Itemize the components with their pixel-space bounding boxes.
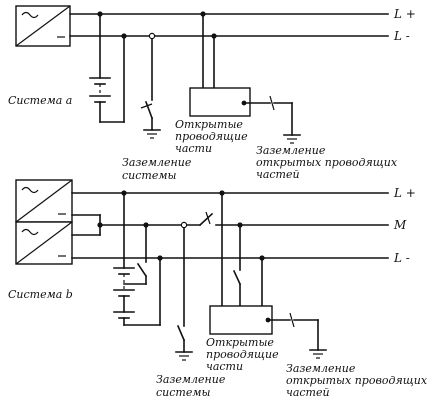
label-line: открытых проводящих <box>286 374 428 387</box>
label-line: Заземление <box>286 362 356 375</box>
label-line: проводящие <box>206 348 279 361</box>
earth-symbol <box>143 129 161 139</box>
earth-symbol <box>283 134 301 144</box>
parts-earthing-label-b: Заземление открытых проводящих частей <box>286 362 431 399</box>
junction-dot <box>97 222 103 228</box>
battery-a <box>89 13 125 123</box>
label-line: Открытые <box>175 118 243 131</box>
junction-dot <box>121 33 127 39</box>
exposed-parts-box-b <box>209 190 327 359</box>
junction-dot <box>219 190 225 196</box>
label-line: частей <box>286 386 330 399</box>
junction-dot <box>143 222 149 228</box>
label-line: Заземление <box>122 156 192 169</box>
earth-symbol <box>175 351 193 361</box>
rail-plus-b-label: L + <box>393 186 416 200</box>
rail-mid-b-label: M <box>393 218 407 232</box>
source-converter-a <box>15 5 71 47</box>
system-earthing-switch-b <box>175 221 193 361</box>
parts-earthing-label-a: Заземление открытых проводящих частей <box>256 144 401 181</box>
label-line: Заземление <box>156 373 226 386</box>
system-earthing-switch-a <box>140 32 161 139</box>
junction-dot <box>259 255 265 261</box>
label-line: открытых проводящих <box>256 156 398 169</box>
label-line: части <box>175 142 212 155</box>
midpoint-switch-b <box>198 211 214 227</box>
junction-dot <box>237 222 243 228</box>
source-converter-b1 <box>15 179 73 223</box>
exposed-parts-box-a <box>189 11 301 144</box>
label-line: системы <box>122 169 176 182</box>
junction-dot <box>157 255 163 261</box>
system-b-title: Система b <box>8 288 73 301</box>
label-line: Заземление <box>256 144 326 157</box>
exposed-parts-label-a: Открытые проводящие части <box>175 118 251 155</box>
junction-dot <box>211 33 217 39</box>
label-line: Открытые <box>206 336 274 349</box>
junction-dot <box>200 11 206 17</box>
junction-dot <box>97 11 103 17</box>
rail-minus-b-label: L - <box>393 251 410 265</box>
rail-plus-a-label: L + <box>393 7 416 21</box>
system-a-title: Система a <box>8 94 72 107</box>
label-line: частей <box>256 168 300 181</box>
earth-symbol <box>309 349 327 359</box>
system-earthing-label-b: Заземление системы <box>156 373 229 399</box>
label-line: системы <box>156 386 210 399</box>
system-b: L + M L - <box>8 179 431 399</box>
battery-b <box>113 192 161 326</box>
rail-minus-a-label: L - <box>393 29 410 43</box>
system-a: L + L - <box>8 5 416 182</box>
label-line: части <box>206 360 243 373</box>
exposed-parts-label-b: Открытые проводящие части <box>206 336 282 373</box>
system-earthing-label-a: Заземление системы <box>122 156 195 182</box>
junction-dot <box>121 190 127 196</box>
source-converter-b2 <box>15 221 73 265</box>
label-line: проводящие <box>175 130 248 143</box>
